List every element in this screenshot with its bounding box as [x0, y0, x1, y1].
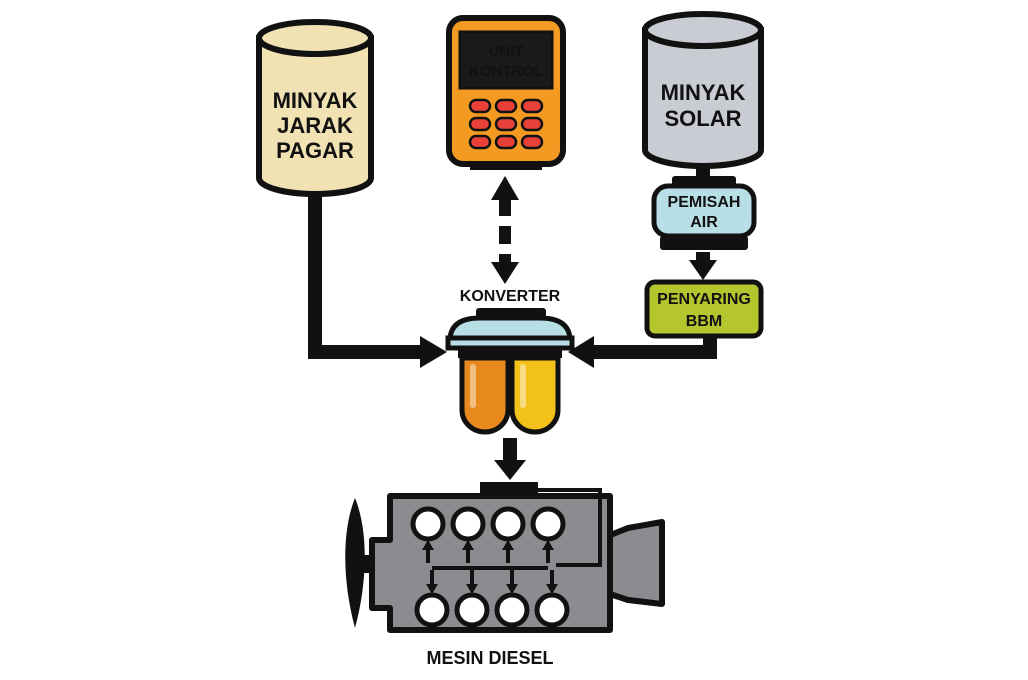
manifold-arrow-up — [422, 540, 434, 550]
manifold-arrow-up — [502, 540, 514, 550]
converter — [445, 308, 575, 435]
engine-cylinder — [494, 592, 530, 628]
arrowhead-control-up — [491, 176, 519, 200]
engine-cylinder — [454, 592, 490, 628]
engine-cylinder — [414, 592, 450, 628]
flow-line-jatropha-to-converter — [308, 192, 420, 359]
arrowhead-control-down — [491, 262, 519, 284]
converter-ring — [458, 350, 562, 358]
converter-collar — [445, 335, 575, 351]
keypad-button — [494, 134, 518, 150]
keypad-button — [520, 134, 544, 150]
manifold-arrow-down — [426, 584, 438, 594]
control-unit-base — [470, 162, 542, 170]
control-unit-label-line1: UNIT — [489, 43, 524, 60]
converter-highlight — [470, 364, 476, 408]
keypad-button — [468, 98, 492, 114]
engine-label: MESIN DIESEL — [426, 648, 553, 668]
jatropha-tank-top — [256, 19, 374, 57]
converter-label: KONVERTER — [460, 288, 561, 305]
diesel-tank-top — [642, 11, 764, 49]
keypad-button — [494, 98, 518, 114]
flow-line-filter-to-converter — [592, 336, 717, 359]
manifold-arrow-up — [462, 540, 474, 550]
control-unit — [446, 15, 566, 170]
fuel-filter-box — [644, 279, 764, 339]
engine-cylinders — [410, 506, 570, 628]
diesel-oil-tank — [642, 11, 764, 169]
control-unit-screen — [458, 30, 554, 90]
water-separator-base — [660, 236, 748, 250]
engine-cylinder — [490, 506, 526, 542]
arrowhead-filter-to-converter — [568, 336, 594, 368]
keypad-button — [494, 116, 518, 132]
manifold-arrow-down — [546, 584, 558, 594]
engine-fuel-rail — [538, 488, 602, 567]
fuel-filter-label-line1: PENYARING — [657, 291, 751, 308]
fuel-filter-label-line2: BBM — [686, 313, 722, 330]
keypad-button — [468, 134, 492, 150]
control-unit-keypad — [468, 98, 544, 150]
engine-manifold-arrows — [422, 540, 558, 594]
converter-head — [447, 315, 573, 341]
diesel-tank-body — [642, 27, 764, 169]
diesel-engine — [345, 482, 665, 633]
jatropha-tank-label-line1: MINYAK — [273, 88, 358, 113]
jatropha-tank-label-line2: JARAK — [277, 113, 353, 138]
manifold-arrow-up — [542, 540, 554, 550]
manifold-arrow-down — [506, 584, 518, 594]
manifold-arrow-down — [466, 584, 478, 594]
converter-left-chamber — [459, 355, 511, 435]
keypad-button — [520, 116, 544, 132]
water-separator-label-line1: PEMISAH — [668, 194, 741, 211]
keypad-button — [520, 98, 544, 114]
arrowhead-converter-to-engine — [494, 460, 526, 480]
water-separator — [651, 176, 757, 250]
keypad-button — [468, 116, 492, 132]
diesel-tank-label-line2: SOLAR — [665, 106, 742, 131]
jatropha-tank-label-line3: PAGAR — [276, 138, 354, 163]
arrowhead-separator-to-filter — [689, 260, 717, 280]
arrowhead-jatropha-to-converter — [420, 336, 447, 368]
engine-cylinder — [534, 592, 570, 628]
converter-highlight — [520, 364, 526, 408]
diesel-tank-label-line1: MINYAK — [661, 80, 746, 105]
engine-cylinder — [530, 506, 566, 542]
engine-fuel-intake — [480, 482, 538, 498]
control-unit-label-line2: KONTROL — [469, 63, 543, 80]
water-separator-label-line2: AIR — [690, 214, 718, 231]
engine-fan-hub — [351, 555, 373, 573]
engine-cylinder — [410, 506, 446, 542]
converter-right-chamber — [509, 355, 561, 435]
jatropha-tank-body — [256, 35, 374, 197]
jatropha-oil-tank — [256, 19, 374, 197]
engine-cylinder — [450, 506, 486, 542]
